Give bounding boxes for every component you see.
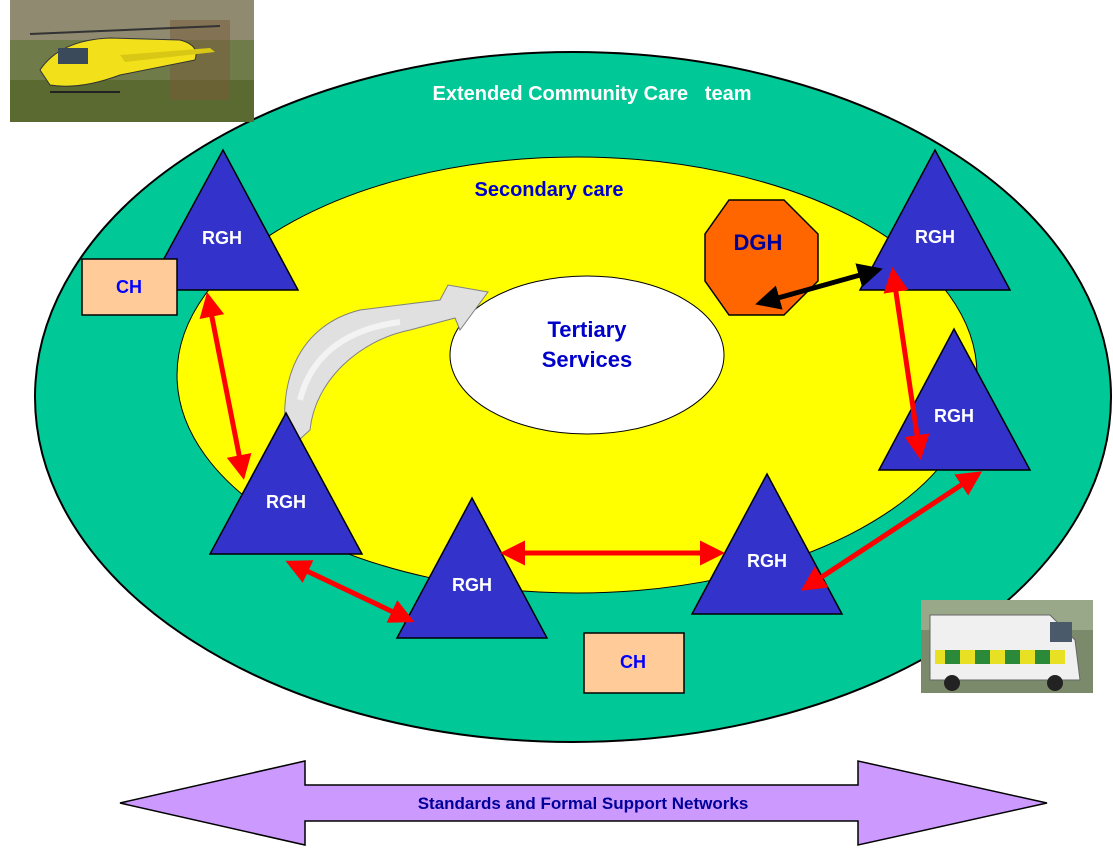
svg-text:Standards and Formal Support N: Standards and Formal Support Networks: [418, 794, 749, 813]
link-rgh-right-topright: [883, 267, 930, 460]
svg-text:CH: CH: [620, 652, 646, 672]
tertiary-services-label-line2: Services: [542, 347, 633, 372]
svg-text:RGH: RGH: [452, 575, 492, 595]
rgh-bottom-left: RGH: [395, 496, 549, 639]
rgh-top-left: RGH: [145, 148, 300, 291]
tertiary-services-label-line1: Tertiary: [547, 317, 627, 342]
red-link-arrows: [199, 267, 983, 623]
svg-text:RGH: RGH: [934, 406, 974, 426]
ch-box-left: CH: [81, 258, 178, 316]
svg-text:RGH: RGH: [266, 492, 306, 512]
ch-box-bottom: CH: [583, 632, 685, 694]
link-rgh-bottomright-right: [800, 471, 983, 591]
svg-text:RGH: RGH: [915, 227, 955, 247]
link-rgh-left-bottomleft: [285, 560, 415, 623]
dgh-node: DGH: [704, 199, 819, 316]
ambulance-photo: [921, 600, 1093, 693]
svg-text:RGH: RGH: [202, 228, 242, 248]
link-rgh-topleft-left: [199, 292, 252, 480]
rgh-left: RGH: [208, 411, 364, 555]
curved-referral-arrow: [284, 284, 489, 451]
standards-banner-arrow: Standards and Formal Support Networks: [119, 760, 1048, 846]
svg-text:CH: CH: [116, 277, 142, 297]
extended-community-care-label: Extended Community Care team: [433, 83, 752, 105]
link-dgh-rgh: [755, 263, 883, 310]
secondary-care-label: Secondary care: [475, 179, 624, 201]
rgh-top-right: RGH: [858, 148, 1012, 291]
tertiary-services-ellipse: [449, 275, 725, 435]
helicopter-photo: [10, 0, 254, 122]
svg-text:DGH: DGH: [734, 230, 783, 255]
svg-text:RGH: RGH: [747, 551, 787, 571]
